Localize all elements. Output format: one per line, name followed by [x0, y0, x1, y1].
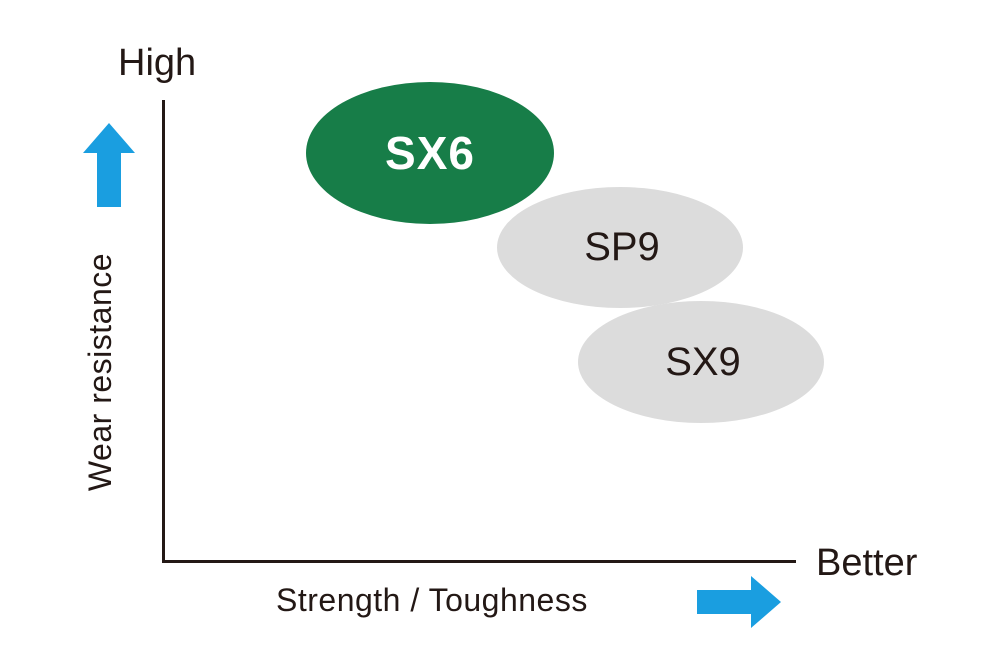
- y-axis-title: Wear resistance: [82, 252, 118, 492]
- grade-label-sx9: SX9: [665, 339, 741, 384]
- up-arrow-icon: [83, 123, 135, 207]
- grade-ellipse-sx6: SX6: [306, 82, 554, 224]
- y-axis-high-label: High: [118, 42, 197, 84]
- x-axis-better-label: Better: [816, 542, 918, 584]
- grade-label-sx6: SX6: [385, 127, 475, 179]
- x-axis-line: [162, 560, 796, 563]
- right-arrow-icon: [697, 576, 781, 628]
- grade-label-sp9: SP9: [584, 225, 660, 269]
- x-axis-title: Strength / Toughness: [276, 582, 588, 618]
- grade-ellipse-sx9: SX9: [578, 301, 824, 423]
- y-axis-line: [162, 100, 165, 563]
- grade-ellipse-sp9: SP9: [497, 187, 743, 308]
